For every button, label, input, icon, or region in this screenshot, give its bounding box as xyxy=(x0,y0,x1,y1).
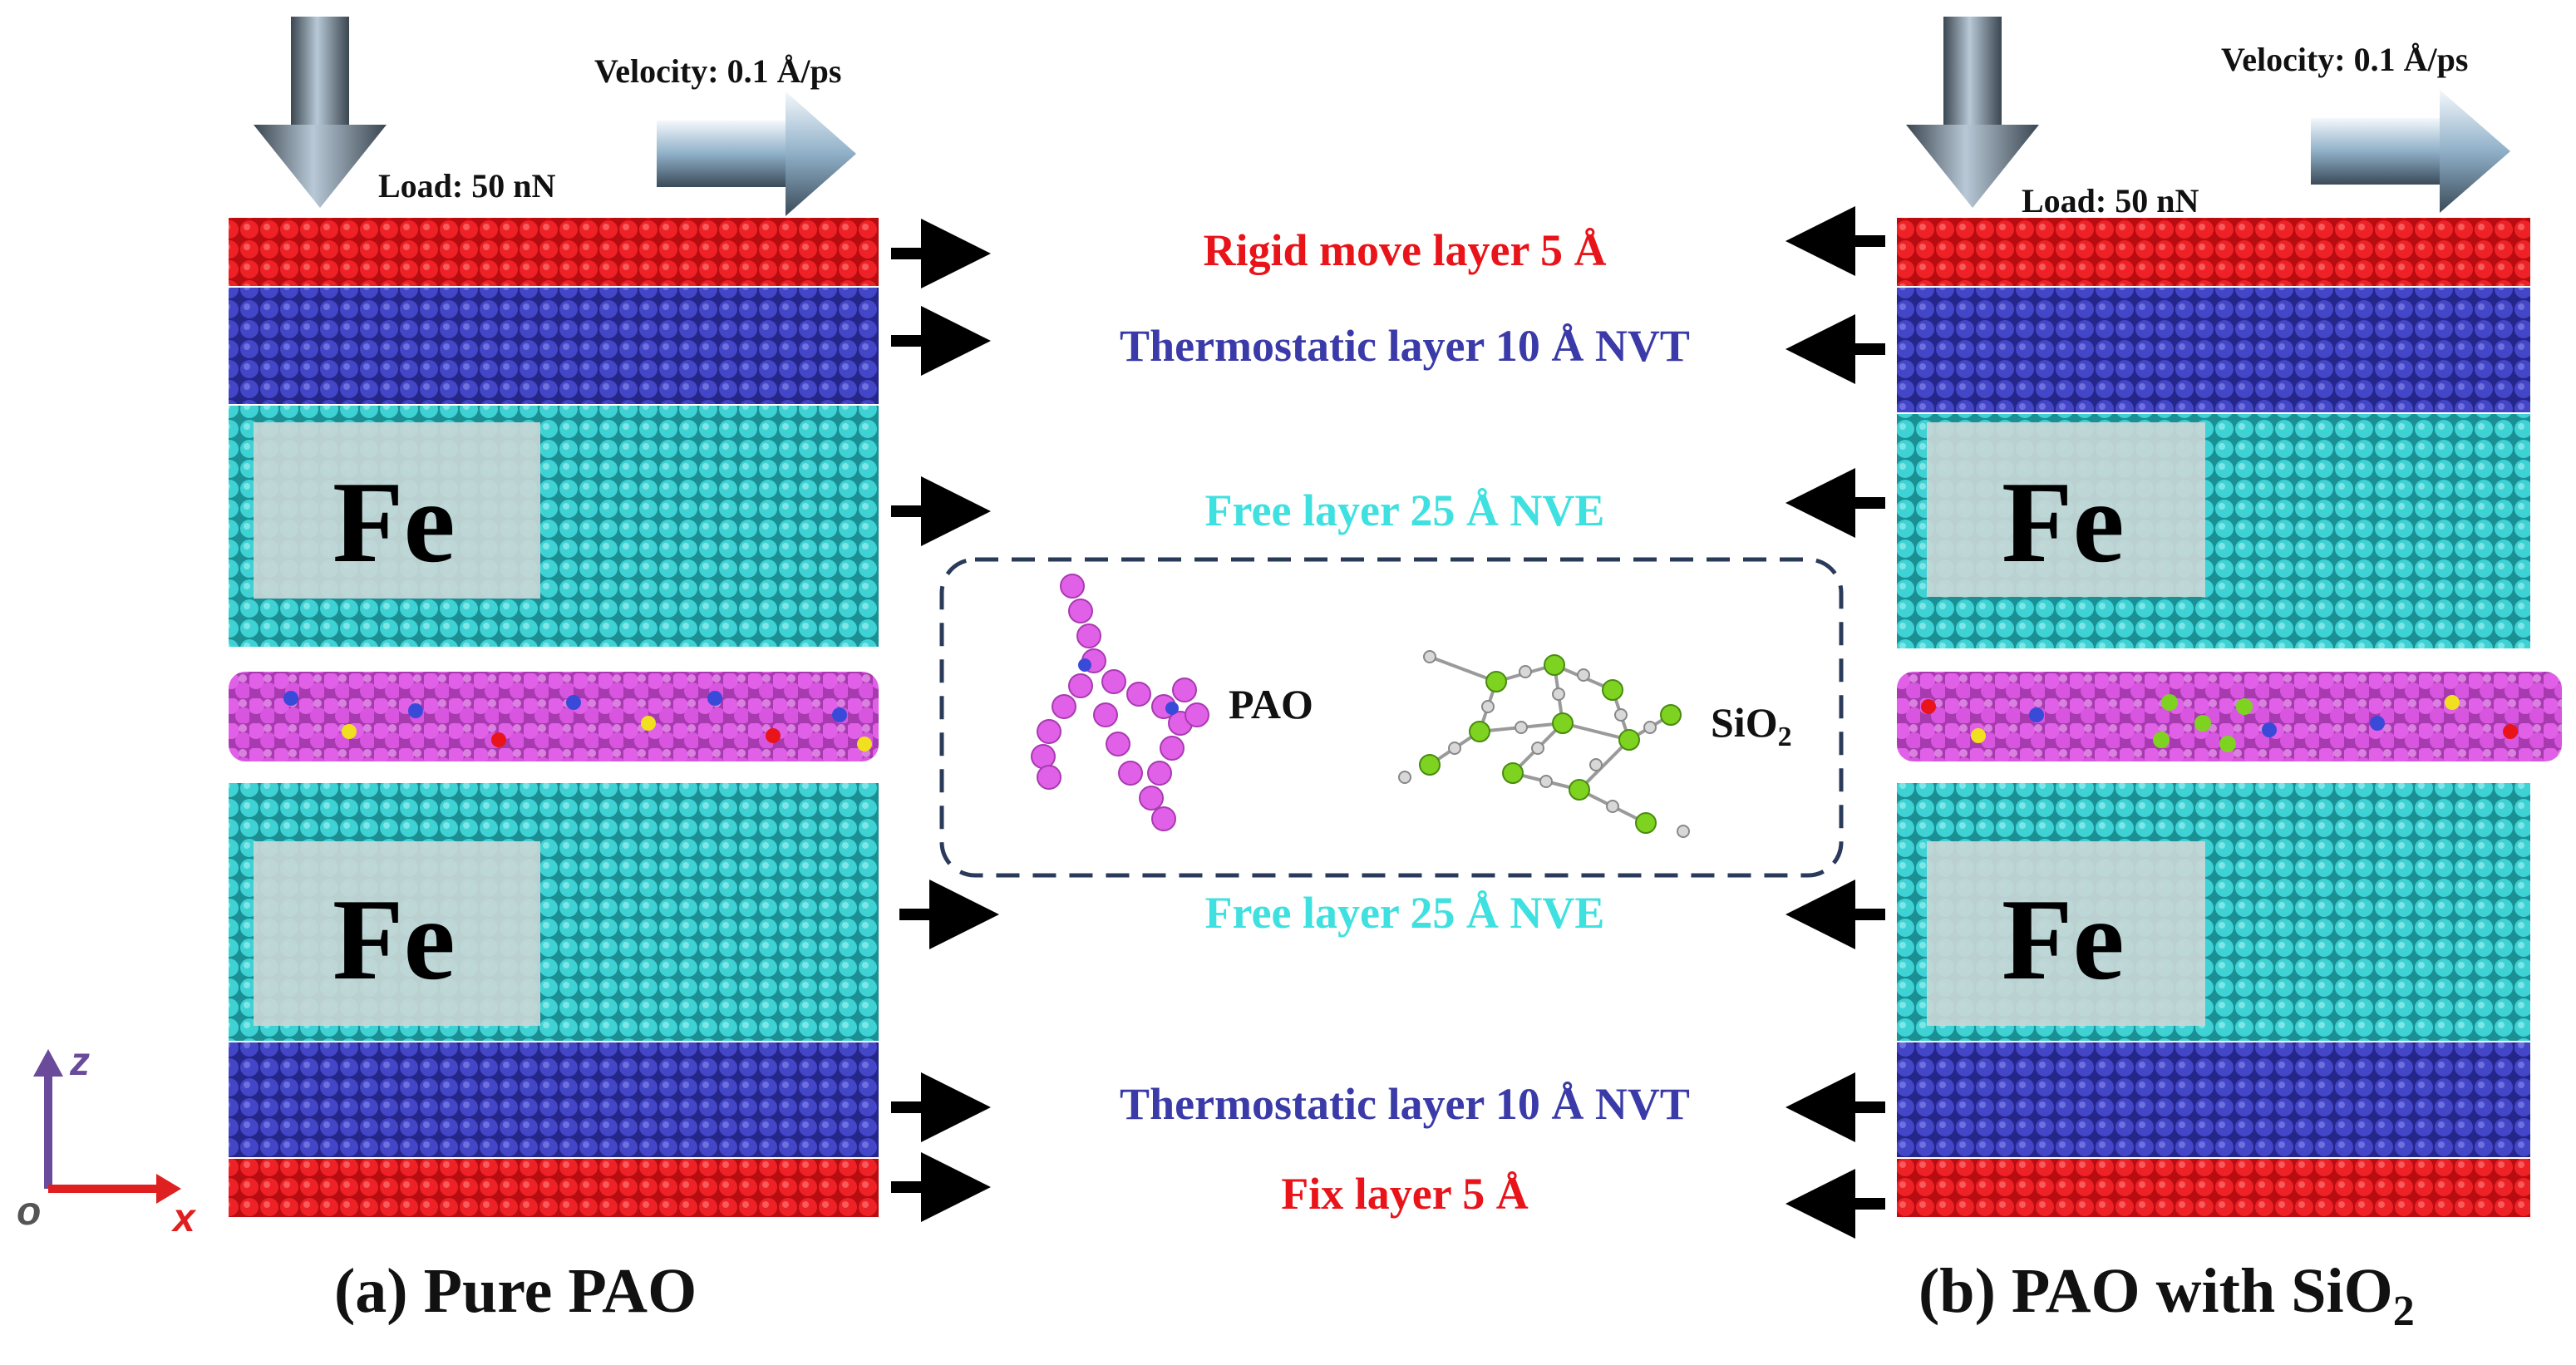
right-velocity-arrow xyxy=(2311,90,2510,213)
right-rigid-layer xyxy=(1897,218,2530,286)
right-caption-sub: 2 xyxy=(2392,1288,2415,1336)
right-thermo-layer-bottom xyxy=(1897,1042,2530,1157)
right-load-label: Load: 50 nN xyxy=(2022,182,2199,219)
right-velocity-label: Velocity: 0.1 Å/ps xyxy=(2221,41,2469,78)
layer-pointer-arrows-right xyxy=(1785,206,1885,1239)
left-caption: (a) Pure PAO xyxy=(334,1256,697,1326)
left-fix-layer xyxy=(229,1159,879,1217)
thermo-layer-bottom-label: Thermostatic layer 10 Å NVT xyxy=(1120,1079,1690,1129)
right-slab xyxy=(1897,218,2562,1217)
left-fe-top-label: Fe xyxy=(332,458,456,587)
right-fe-bottom-label: Fe xyxy=(2002,875,2125,1004)
left-rigid-layer xyxy=(229,218,879,286)
left-load-label: Load: 50 nN xyxy=(378,167,556,205)
pao-molecule xyxy=(1031,574,1209,831)
free-layer-bottom-label: Free layer 25 Å NVE xyxy=(1204,888,1605,938)
right-pao-film xyxy=(1897,672,2562,761)
pao-molecule-label: PAO xyxy=(1229,681,1313,727)
fix-layer-label: Fix layer 5 Å xyxy=(1281,1169,1529,1219)
right-fix-layer xyxy=(1897,1159,2530,1217)
sio2-molecule-label-main: SiO xyxy=(1711,699,1778,746)
left-velocity-label: Velocity: 0.1 Å/ps xyxy=(594,52,842,90)
coordinate-axes xyxy=(33,1049,181,1204)
left-fe-bottom-label: Fe xyxy=(332,875,456,1004)
left-fe-box-top xyxy=(254,422,540,599)
layer-pointer-arrows-left xyxy=(891,219,999,1222)
axis-origin-label: o xyxy=(17,1190,42,1234)
axis-z-label: z xyxy=(70,1040,90,1084)
right-caption: (b) PAO with SiO2 xyxy=(1918,1255,2415,1336)
free-layer-top-label: Free layer 25 Å NVE xyxy=(1204,485,1605,535)
rigid-layer-label: Rigid move layer 5 Å xyxy=(1203,225,1607,275)
right-sio2-cluster xyxy=(1921,694,2518,752)
molecule-inset-box xyxy=(939,557,1844,878)
right-fe-box-top xyxy=(1927,422,2205,597)
left-load-arrow xyxy=(254,17,387,208)
right-fe-top-label: Fe xyxy=(2002,458,2125,587)
left-fe-box-bottom xyxy=(254,841,540,1026)
left-velocity-arrow xyxy=(657,91,856,216)
right-load-arrow xyxy=(1906,17,2039,208)
pao-molecule-accents xyxy=(1078,658,1179,715)
sio2-molecule-label: SiO2 xyxy=(1711,698,1792,753)
left-thermo-layer-bottom xyxy=(229,1042,879,1157)
left-slab xyxy=(229,218,879,1217)
right-thermo-layer-top xyxy=(1897,288,2530,412)
sio2-molecule-label-sub: 2 xyxy=(1777,722,1792,752)
axis-x-label: x xyxy=(173,1196,195,1240)
left-thermo-layer-top xyxy=(229,288,879,404)
sio2-molecule xyxy=(1398,650,1690,838)
right-fe-box-bottom xyxy=(1927,841,2205,1026)
thermo-layer-top-label: Thermostatic layer 10 Å NVT xyxy=(1120,321,1690,371)
left-pao-dots xyxy=(283,691,872,751)
right-caption-main: (b) PAO with SiO xyxy=(1918,1256,2393,1326)
left-pao-film xyxy=(229,672,879,761)
